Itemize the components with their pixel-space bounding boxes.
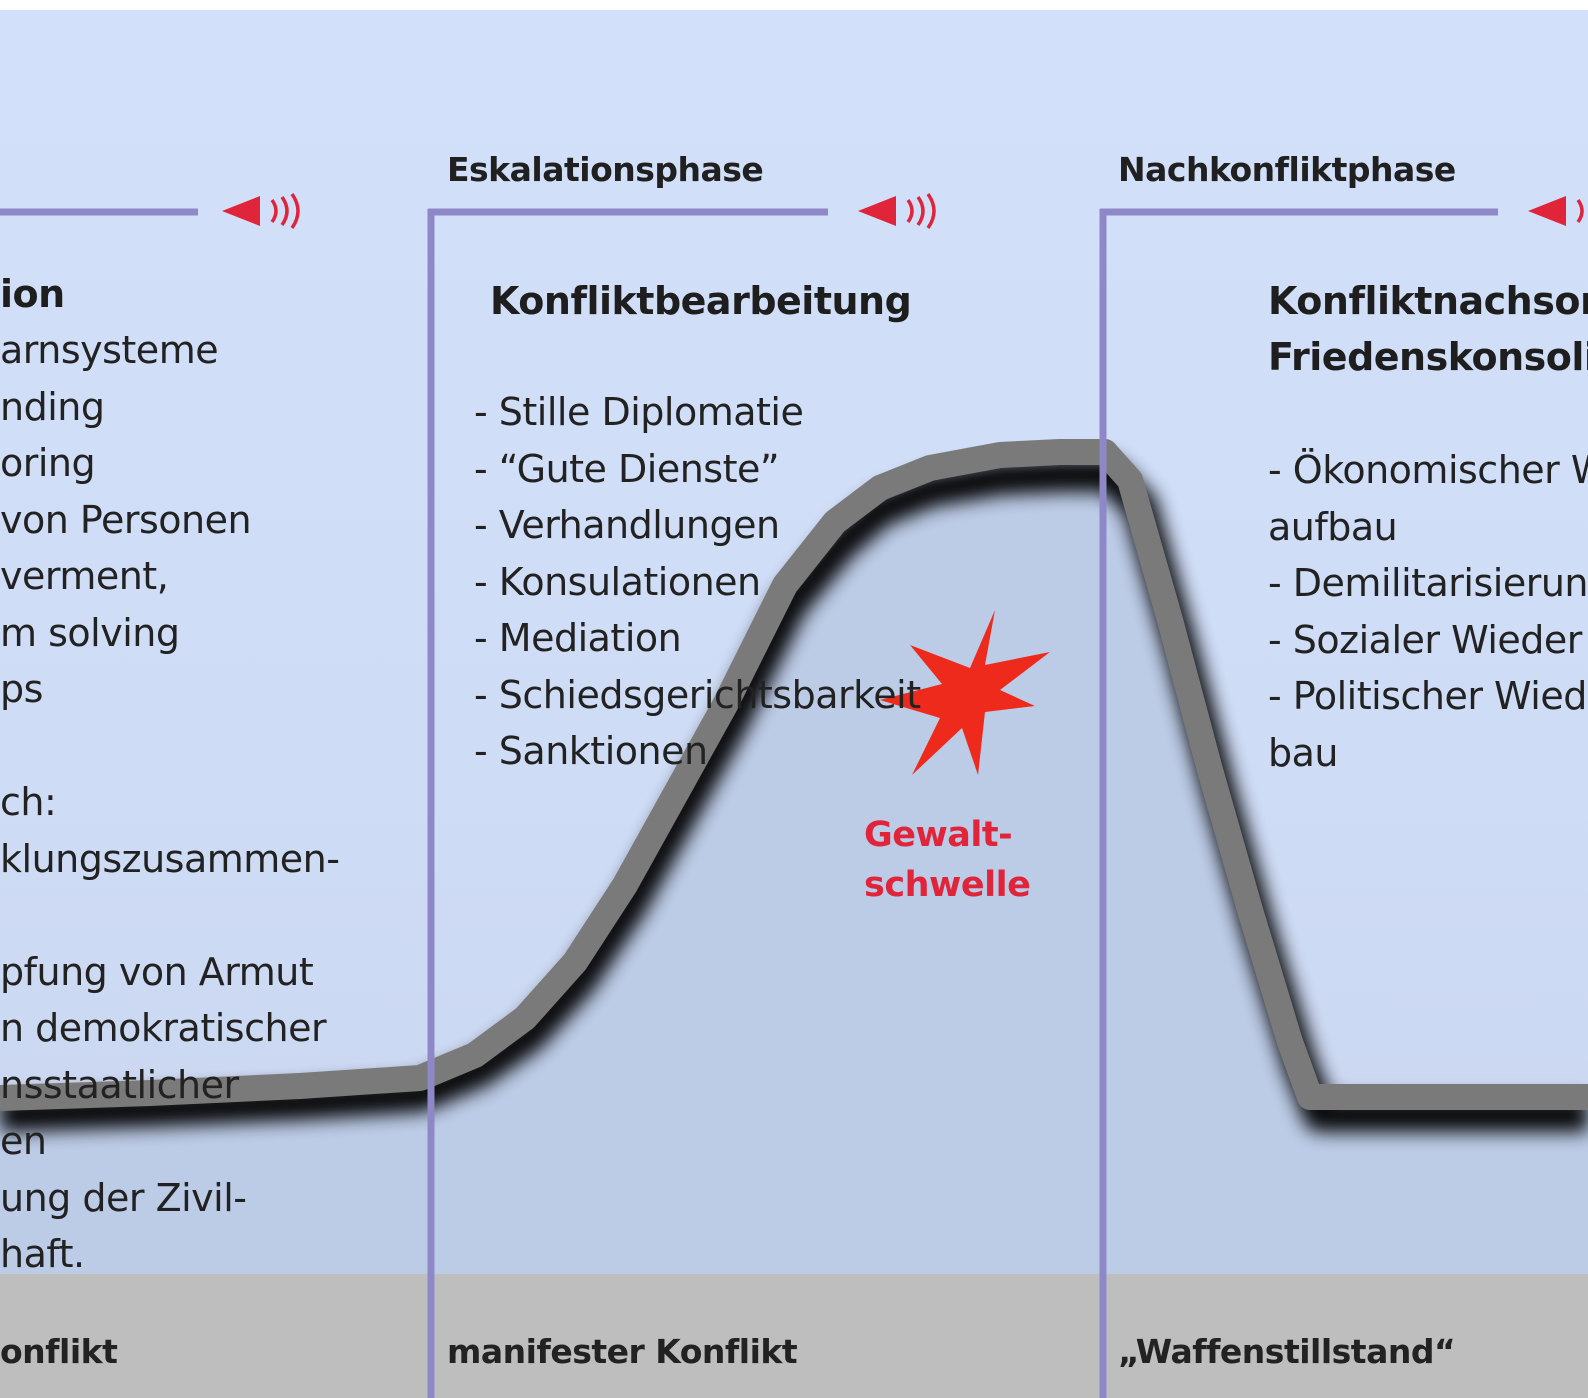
threshold-line: schwelle <box>864 865 1031 905</box>
section-title-prevention: ion <box>0 272 65 316</box>
list-item: - “Gute Dienste” <box>474 446 780 491</box>
list-item: - Konsulationen <box>474 559 761 604</box>
speaker-sound-icon <box>1528 196 1584 226</box>
list-item: - Ökonomischer W <box>1268 448 1588 492</box>
bottom-label-manifest-conflict: manifester Konflikt <box>447 1332 798 1371</box>
top-margin <box>0 0 1588 10</box>
list-item: - Sozialer Wieder <box>1268 617 1582 662</box>
threshold-line: Gewalt- <box>864 815 1013 855</box>
list-item: nsstaatlicher <box>0 1062 239 1107</box>
list-item: en <box>0 1119 47 1163</box>
list-item: - Schiedsgerichtsbarkeit <box>474 672 921 717</box>
list-item: - Politischer Wied <box>1268 674 1587 718</box>
conflict-management-list: - Stille Diplomatie - “Gute Dienste” - V… <box>474 384 921 780</box>
list-item: oring <box>0 441 96 485</box>
area-under-curve <box>0 470 1588 1274</box>
list-item: klungszusammen- <box>0 836 340 881</box>
list-item: arnsysteme <box>0 328 219 372</box>
bottom-label-ceasefire: „Waffenstillstand“ <box>1118 1332 1456 1371</box>
bottom-label-latent-conflict: onflikt <box>0 1332 118 1371</box>
list-item <box>0 718 339 775</box>
section-title-line: Konfliktnachsor <box>1268 279 1588 323</box>
list-item: ung der Zivil- <box>0 1175 247 1220</box>
list-item: haft. <box>0 1232 85 1276</box>
phase-title-post-conflict: Nachkonfliktphase <box>1118 150 1456 189</box>
post-conflict-list: - Ökonomischer W aufbau - Demilitarisier… <box>1268 442 1588 781</box>
list-item: verment, <box>0 554 169 598</box>
list-item: ps <box>0 667 43 711</box>
section-title-line: Friedenskonsoli <box>1268 335 1588 379</box>
list-item: - Verhandlungen <box>474 503 780 547</box>
list-item: - Mediation <box>474 616 682 660</box>
speaker-sound-icon <box>858 192 936 230</box>
phase-title-escalation: Eskalationsphase <box>447 150 764 189</box>
conflict-curve <box>0 439 1588 1111</box>
list-item: von Personen <box>0 497 252 542</box>
section-title-post-conflict-care: Konfliktnachsor Friedenskonsoli <box>1268 273 1588 385</box>
section-title-conflict-management: Konfliktbearbeitung <box>490 279 912 323</box>
prevention-list: arnsysteme nding oring von Personen verm… <box>0 322 340 1283</box>
list-item: aufbau <box>1268 504 1398 549</box>
list-item: - Stille Diplomatie <box>474 390 804 434</box>
list-item: pfung von Armut <box>0 949 314 994</box>
violence-threshold-label: Gewalt- schwelle <box>864 810 1031 910</box>
list-item: - Demilitarisierun <box>1268 561 1588 605</box>
list-item: n demokratischer <box>0 1006 327 1050</box>
speaker-sound-icon <box>222 192 300 230</box>
list-item: - Sanktionen <box>474 729 708 773</box>
bottom-label-band <box>0 1274 1588 1398</box>
list-item: m solving <box>0 610 180 655</box>
list-item: ch: <box>0 780 57 824</box>
list-item: bau <box>1268 730 1338 775</box>
list-item <box>0 887 339 944</box>
explosion-star-icon <box>880 610 1050 775</box>
list-item: nding <box>0 384 105 429</box>
